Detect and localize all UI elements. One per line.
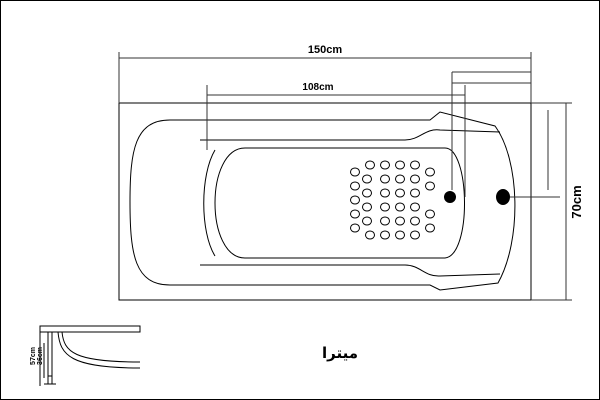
anti-slip-dot	[362, 174, 372, 184]
anti-slip-dot	[395, 216, 405, 226]
anti-slip-dot	[395, 160, 405, 170]
anti-slip-dot	[380, 230, 390, 240]
anti-slip-dot	[362, 216, 372, 226]
anti-slip-dot	[365, 230, 375, 240]
anti-slip-dot	[362, 202, 372, 212]
dimension-total-length	[118, 52, 532, 103]
anti-slip-dot	[350, 167, 360, 177]
anti-slip-dot	[380, 216, 390, 226]
tub-head-rest	[203, 149, 216, 257]
anti-slip-dots	[350, 160, 435, 240]
anti-slip-dot	[350, 181, 360, 191]
anti-slip-dot	[350, 209, 360, 219]
anti-slip-dot	[395, 174, 405, 184]
anti-slip-dot	[425, 167, 435, 177]
anti-slip-dot	[410, 230, 420, 240]
anti-slip-dot	[380, 202, 390, 212]
tub-inner-ledge	[200, 129, 501, 277]
anti-slip-dot	[425, 181, 435, 191]
dimension-width	[531, 102, 572, 301]
anti-slip-dot	[395, 230, 405, 240]
anti-slip-dot	[365, 160, 375, 170]
anti-slip-dot	[380, 160, 390, 170]
dimension-total-length-label: 150cm	[308, 44, 342, 56]
side-view	[39, 325, 141, 386]
tub-bowl-outline	[129, 111, 516, 291]
anti-slip-dot	[410, 160, 420, 170]
anti-slip-dot	[410, 216, 420, 226]
tub-outer-rim	[118, 102, 532, 301]
anti-slip-dot	[410, 202, 420, 212]
anti-slip-dot	[410, 188, 420, 198]
tub-inner-basin	[214, 147, 465, 259]
brand-label: میترا	[321, 344, 358, 362]
drain-extension-lines	[451, 71, 560, 198]
anti-slip-dot	[362, 188, 372, 198]
anti-slip-dot	[395, 188, 405, 198]
anti-slip-dot	[380, 188, 390, 198]
anti-slip-dot	[395, 202, 405, 212]
side-height-outer-label: 57cm	[30, 347, 37, 365]
dimension-width-label: 70cm	[569, 185, 584, 218]
anti-slip-dot	[350, 195, 360, 205]
anti-slip-dot	[425, 223, 435, 233]
drain-hole	[444, 191, 456, 203]
dimension-inner-length	[206, 85, 466, 197]
anti-slip-dot	[350, 223, 360, 233]
side-height-inner-label: 36cm	[37, 347, 44, 365]
overflow-hole	[496, 189, 510, 205]
anti-slip-dot	[380, 174, 390, 184]
anti-slip-dot	[410, 174, 420, 184]
dimension-inner-length-label: 108cm	[302, 82, 333, 93]
anti-slip-dot	[425, 209, 435, 219]
